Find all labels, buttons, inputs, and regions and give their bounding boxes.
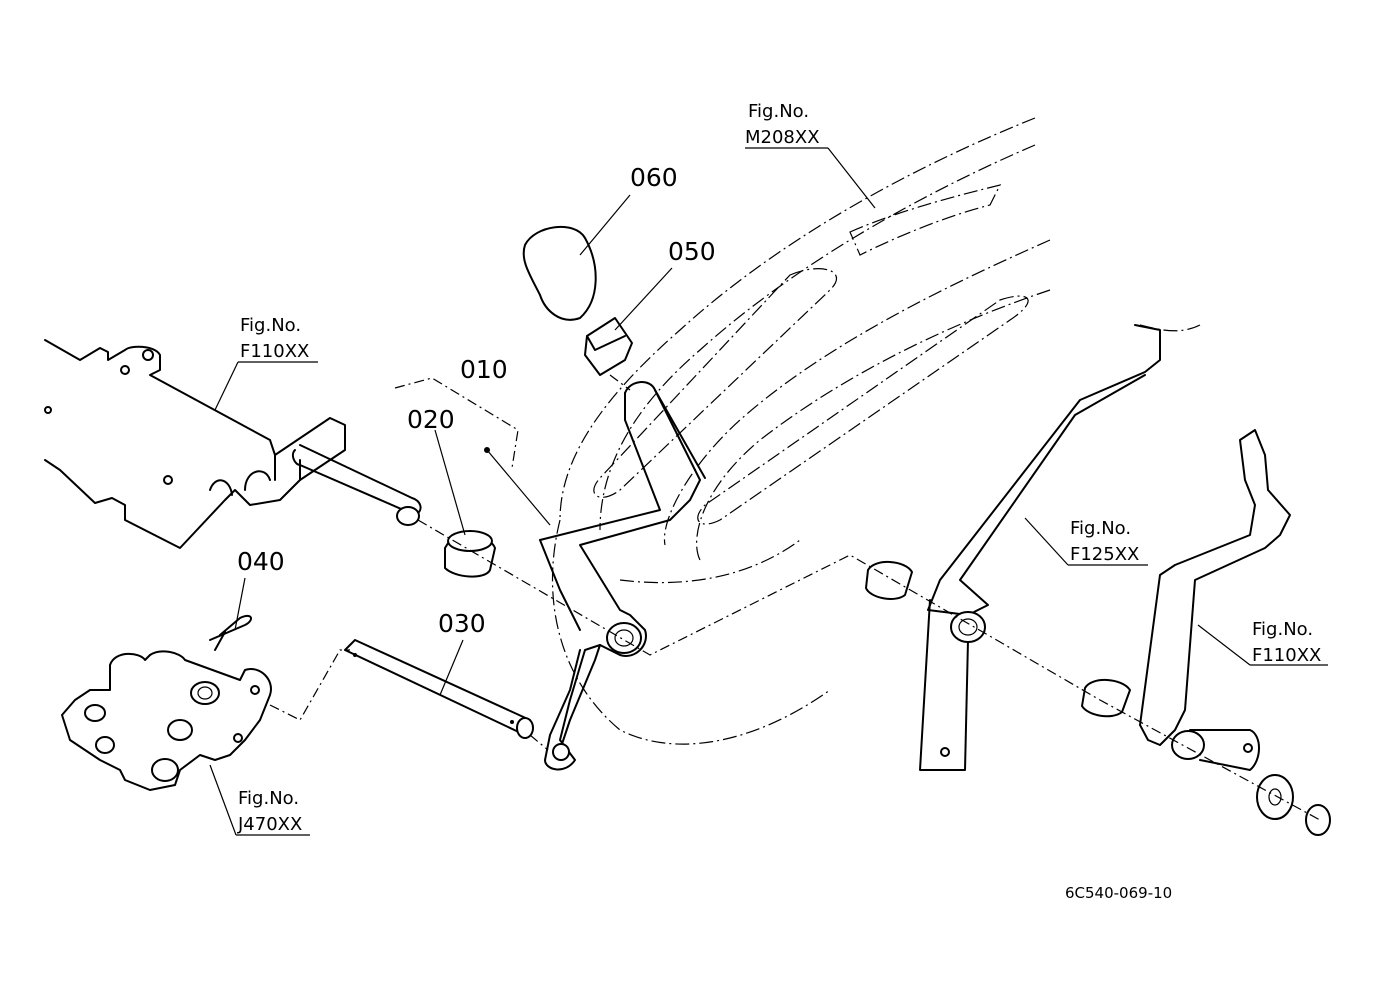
- drawing-code: 6C540-069-10: [1065, 884, 1172, 902]
- snap-ring: [1305, 804, 1331, 836]
- bushing-right-lower: [1081, 679, 1131, 718]
- ref-f110-left-line1: Fig.No.: [240, 315, 301, 336]
- part-040-label: 040: [237, 547, 285, 576]
- part-040-pin: [209, 614, 252, 651]
- part-030-rod: [344, 639, 534, 739]
- part-060-knob: [522, 225, 597, 321]
- part-030-label: 030: [438, 609, 486, 638]
- ref-f110-left-line2: F110XX: [240, 341, 309, 362]
- centerlines: [269, 374, 1321, 821]
- bushing-right-upper: [865, 561, 913, 600]
- part-050-adapter: [584, 317, 633, 376]
- fender-panel: [551, 117, 1201, 745]
- ref-m208-line2: M208XX: [745, 127, 820, 148]
- ref-m208-line1: Fig.No.: [748, 101, 809, 122]
- washer: [1256, 774, 1294, 820]
- ref-f125-line1: Fig.No.: [1070, 518, 1131, 539]
- lever-f110-right: [1139, 429, 1291, 771]
- ref-f125-line2: F125XX: [1070, 544, 1139, 565]
- leader-lines: [209, 147, 1328, 836]
- valve-body: [61, 650, 272, 791]
- part-010-lever-arm: [539, 381, 706, 771]
- ref-j470-line2: J470XX: [237, 814, 302, 835]
- ref-f110-right-line1: Fig.No.: [1252, 619, 1313, 640]
- part-020-bushing: [444, 530, 496, 578]
- left-bracket: [44, 339, 422, 549]
- ref-j470-line1: Fig.No.: [238, 788, 299, 809]
- ref-f110-right-line2: F110XX: [1252, 645, 1321, 666]
- part-020-label: 020: [407, 405, 455, 434]
- lever-f125: [919, 324, 1161, 771]
- part-010-label: 010: [460, 355, 508, 384]
- part-060-label: 060: [630, 163, 678, 192]
- part-050-label: 050: [668, 237, 716, 266]
